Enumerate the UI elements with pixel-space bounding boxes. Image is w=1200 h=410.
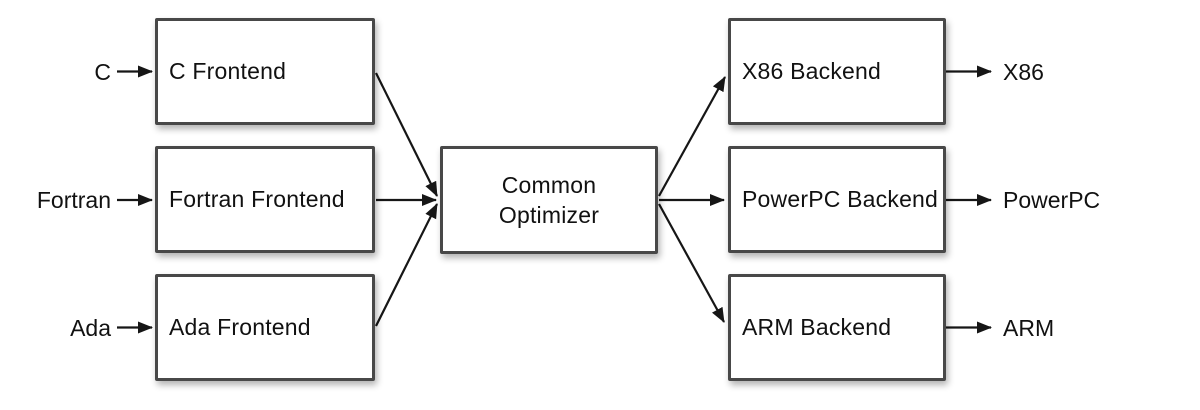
input-label-fortran: Fortran xyxy=(36,187,111,213)
node-fortran-frontend: Fortran Frontend xyxy=(155,146,375,253)
arrow-ada-frontend-to-optimizer xyxy=(375,203,438,327)
optimizer-label-line2: Optimizer xyxy=(498,202,600,228)
node-x86-backend: X86 Backend xyxy=(728,18,946,125)
output-label-x86: X86 xyxy=(1003,59,1044,85)
output-label-powerpc: PowerPC xyxy=(1003,187,1101,213)
node-label: ARM Backend xyxy=(742,314,892,340)
node-label: Common Optimizer xyxy=(499,170,599,230)
node-common-optimizer: Common Optimizer xyxy=(440,146,658,254)
node-powerpc-backend: PowerPC Backend xyxy=(728,146,946,253)
input-label-c: C xyxy=(94,59,111,85)
node-label: Ada Frontend xyxy=(169,314,311,340)
arrow-optimizer-to-x86-backend xyxy=(658,76,726,197)
node-arm-backend: ARM Backend xyxy=(728,274,946,381)
node-c-frontend: C Frontend xyxy=(155,18,375,125)
arrow-optimizer-to-arm-backend xyxy=(658,203,725,323)
output-label-arm: ARM xyxy=(1003,315,1055,341)
input-label-ada: Ada xyxy=(70,315,111,341)
node-label: C Frontend xyxy=(169,58,287,84)
arrow-c-frontend-to-optimizer xyxy=(375,72,438,197)
optimizer-label-line1: Common xyxy=(501,172,597,198)
node-label: Fortran Frontend xyxy=(169,186,345,212)
node-label: X86 Backend xyxy=(742,58,882,84)
node-ada-frontend: Ada Frontend xyxy=(155,274,375,381)
node-label: PowerPC Backend xyxy=(742,186,939,212)
